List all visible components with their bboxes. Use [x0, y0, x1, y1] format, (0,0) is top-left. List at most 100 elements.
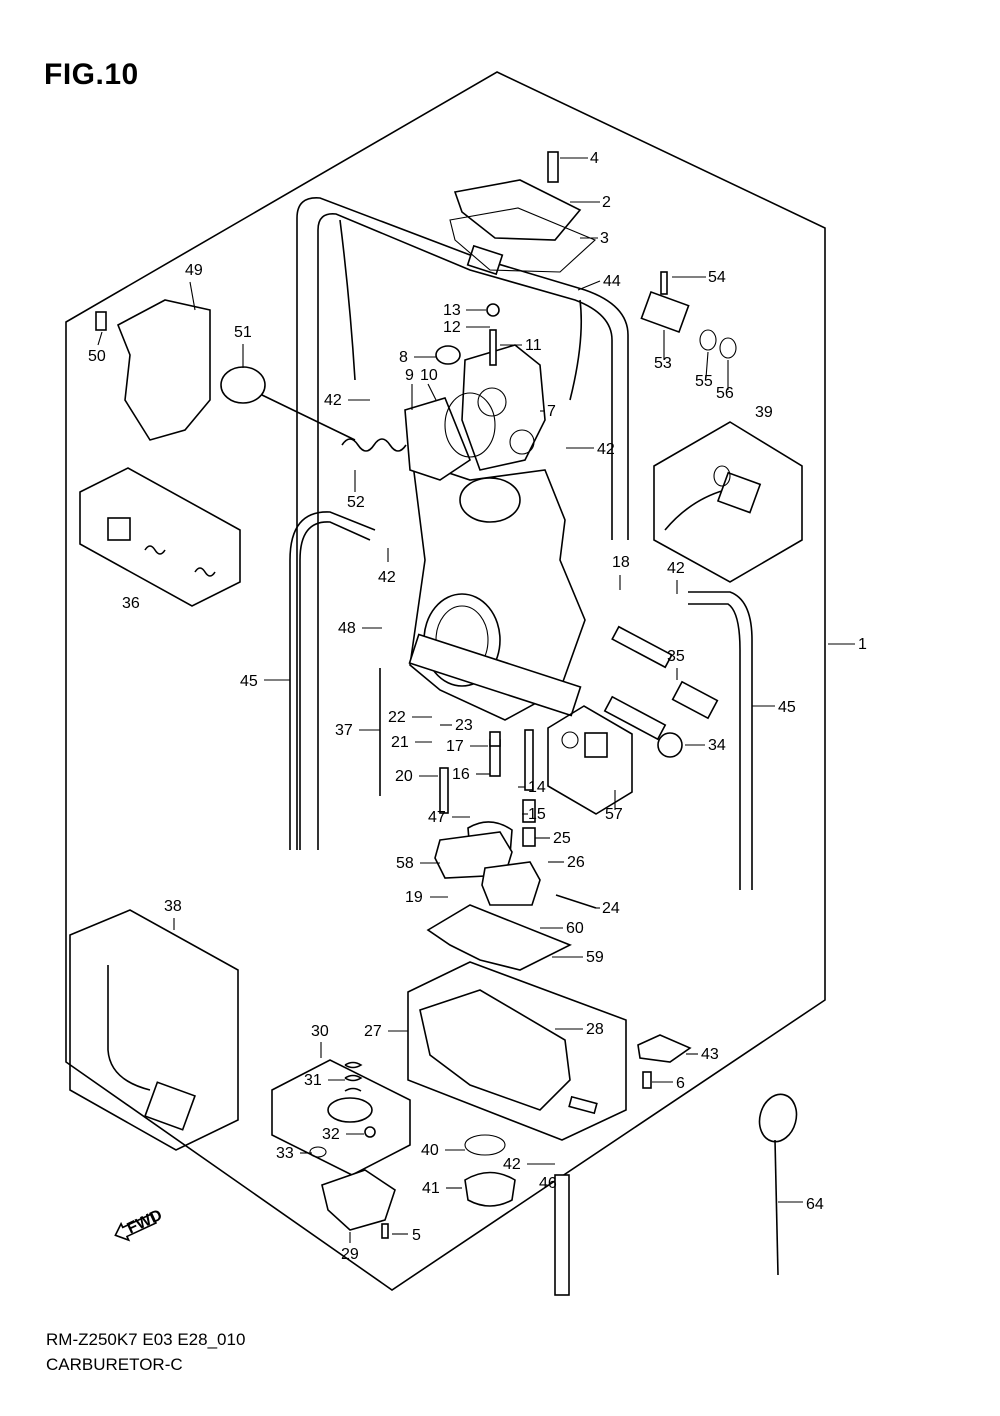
part-callout-7: 7	[547, 403, 556, 420]
part-callout-42: 42	[503, 1156, 521, 1173]
figure-title: FIG.10	[44, 58, 139, 91]
part-callout-2: 2	[602, 194, 611, 211]
tool-64-ring	[758, 1093, 798, 1143]
part-callout-21: 21	[391, 734, 409, 751]
part-callout-37: 37	[335, 722, 353, 739]
part-callout-42: 42	[378, 569, 396, 586]
part-callout-13: 13	[443, 302, 461, 319]
screw-5	[381, 1223, 389, 1239]
assembly-outline	[65, 71, 826, 1291]
leader-line	[705, 351, 709, 379]
jet-17	[489, 731, 501, 747]
part-callout-24: 24	[602, 900, 620, 917]
part-callout-36: 36	[122, 595, 140, 612]
hose-clamp	[466, 244, 504, 276]
part-callout-41: 41	[422, 1180, 440, 1197]
tool-64-shaft	[774, 1139, 779, 1276]
part-callout-25: 25	[553, 830, 571, 847]
spring-31	[344, 1061, 363, 1092]
part-callout-54: 54	[708, 269, 726, 286]
part-callout-20: 20	[395, 768, 413, 785]
part-callout-12: 12	[443, 319, 461, 336]
tps-cable	[107, 965, 151, 1091]
box-36	[79, 467, 241, 607]
throttle-port-b	[509, 429, 535, 455]
washer-55	[699, 329, 717, 351]
throttle-housing	[459, 477, 521, 523]
tube-46	[554, 1174, 570, 1296]
part-callout-49: 49	[185, 262, 203, 279]
bolt-4	[547, 151, 559, 183]
part-callout-32: 32	[322, 1126, 340, 1143]
plunger-34	[603, 695, 667, 741]
leader-line	[427, 383, 437, 401]
part-callout-42: 42	[324, 392, 342, 409]
hose-45-right-inner	[688, 603, 741, 890]
sensor-cable	[664, 489, 726, 531]
hose-branch-right	[569, 299, 583, 401]
oring-10	[444, 392, 496, 458]
part-callout-30: 30	[311, 1023, 329, 1040]
gasket-59	[426, 904, 572, 971]
oring-40	[464, 1134, 506, 1156]
pulley-51	[220, 366, 266, 404]
screw-50	[95, 311, 107, 331]
part-callout-33: 33	[276, 1145, 294, 1162]
throttle-valve-7	[461, 344, 546, 471]
hose-45-left-inner	[299, 521, 371, 850]
part-callout-6: 6	[676, 1075, 685, 1092]
part-callout-55: 55	[695, 373, 713, 390]
nut-13	[486, 303, 500, 317]
screw-bowl	[568, 1095, 598, 1115]
screw-35	[611, 625, 673, 669]
part-callout-3: 3	[600, 230, 609, 247]
oring-57	[561, 731, 579, 749]
bracket-43	[637, 1034, 692, 1063]
part-callout-56: 56	[716, 385, 734, 402]
part-callout-64: 64	[806, 1196, 824, 1213]
part-callout-10: 10	[420, 367, 438, 384]
part-callout-60: 60	[566, 920, 584, 937]
box-57	[547, 705, 633, 815]
part-callout-14: 14	[528, 779, 546, 796]
tps-connector	[144, 1081, 196, 1131]
part-callout-11: 11	[525, 337, 542, 354]
part-callout-26: 26	[567, 854, 585, 871]
part-callout-50: 50	[88, 348, 106, 365]
valve-57	[584, 732, 608, 758]
bracket-53	[640, 290, 690, 334]
spring-36a	[144, 545, 166, 555]
sensor-39	[716, 471, 762, 514]
shaft-51	[261, 394, 356, 441]
part-callout-53: 53	[654, 355, 672, 372]
part-callout-34: 34	[708, 737, 726, 754]
part-callout-4: 4	[590, 150, 599, 167]
part-callout-16: 16	[452, 766, 470, 783]
diaphragm-31	[327, 1097, 373, 1123]
part-callout-48: 48	[338, 620, 356, 637]
part-callout-51: 51	[234, 324, 252, 341]
hose-44-inner	[317, 213, 613, 850]
part-callout-57: 57	[605, 806, 623, 823]
part-callout-15: 15	[528, 806, 546, 823]
part-callout-18: 18	[612, 554, 630, 571]
part-callout-42: 42	[667, 560, 685, 577]
float-bowl-27	[419, 989, 571, 1111]
ball-32	[364, 1126, 376, 1138]
float-chamber-flange	[408, 633, 582, 717]
cover-29	[321, 1169, 396, 1231]
washer-56	[719, 337, 737, 359]
cover-49	[116, 299, 211, 441]
part-callout-39: 39	[755, 404, 773, 421]
part-callout-17: 17	[446, 738, 464, 755]
link-36	[107, 517, 131, 541]
model-code: RM-Z250K7 E03 E28_010	[46, 1330, 246, 1349]
part-callout-31: 31	[304, 1072, 322, 1089]
oring-33	[309, 1146, 327, 1158]
hose-45-left	[289, 511, 376, 850]
box-38	[69, 909, 239, 1151]
cap-34	[657, 732, 683, 758]
fwd-arrow-icon: FWD	[114, 1207, 165, 1242]
part-callout-52: 52	[347, 494, 365, 511]
part-callout-45: 45	[240, 673, 258, 690]
